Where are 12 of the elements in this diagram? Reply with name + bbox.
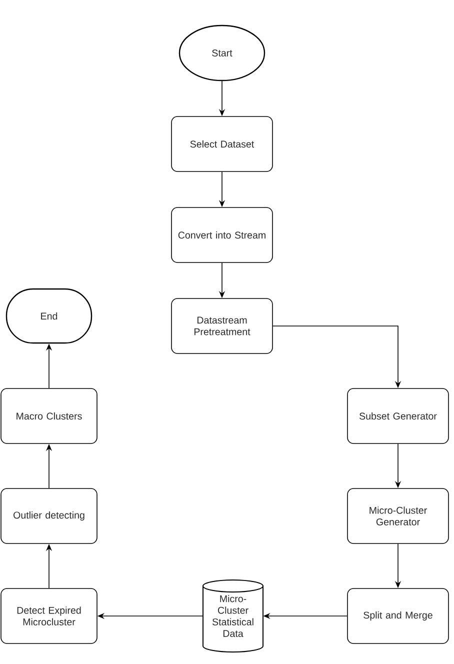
process-box: Split and Merge bbox=[347, 588, 449, 644]
process-box: Datastream Pretreatment bbox=[171, 298, 273, 354]
process-box: Subset Generator bbox=[347, 388, 449, 444]
process-box: Micro-Cluster Generator bbox=[347, 488, 449, 544]
process-box: Macro Clusters bbox=[0, 388, 98, 444]
node-label: Micro- Cluster Statistical Data bbox=[212, 595, 254, 637]
process-box: Detect Expired Microcluster bbox=[0, 588, 98, 644]
process-box: Convert into Stream bbox=[171, 207, 273, 263]
terminal-box: End bbox=[6, 288, 92, 344]
process-box: Outlier detecting bbox=[0, 488, 98, 544]
database-cylinder: Micro- Cluster Statistical Data bbox=[202, 580, 264, 652]
process-box: Select Dataset bbox=[171, 116, 273, 172]
